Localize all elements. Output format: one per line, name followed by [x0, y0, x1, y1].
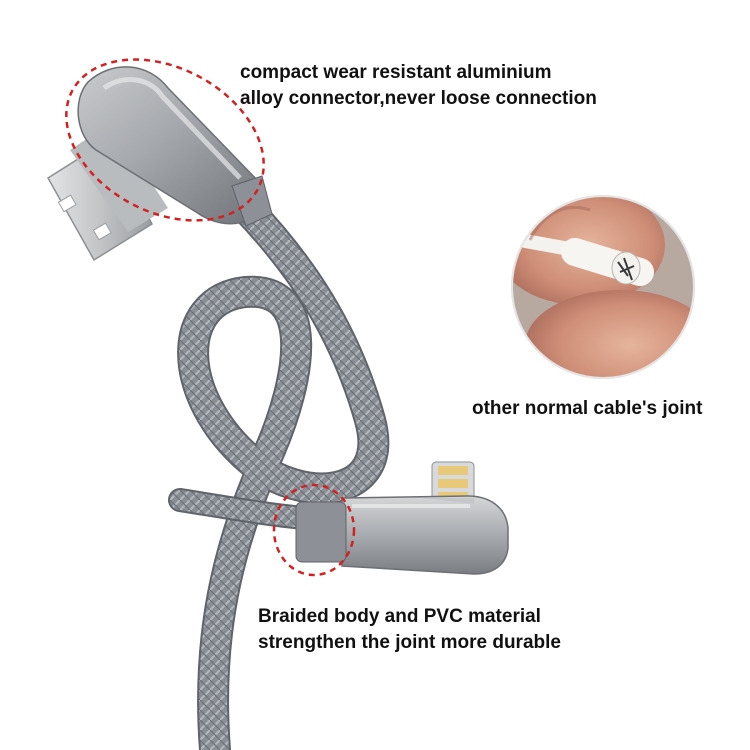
braid-description-line-2: strengthen the joint more durable [258, 632, 561, 653]
inset-caption: other normal cable's joint [472, 396, 702, 422]
braided-cable [168, 194, 390, 750]
inset-caption-text: other normal cable's joint [472, 398, 703, 419]
connector-description: compact wear resistant aluminium alloy c… [240, 60, 597, 112]
connector-description-line-1: compact wear resistant aluminium [240, 62, 552, 83]
highlight-marks [65, 58, 356, 577]
inset-normal-cable-photo [511, 195, 695, 379]
lightning-joint-highlight [272, 483, 356, 577]
usb-connector [46, 66, 273, 262]
connector-description-line-2: alloy connector,never loose connection [240, 88, 597, 109]
lightning-connector [295, 461, 509, 575]
braid-description-line-1: Braided body and PVC material [258, 606, 541, 627]
usb-joint-highlight [65, 58, 265, 222]
braid-description: Braided body and PVC material strengthen… [258, 604, 561, 656]
